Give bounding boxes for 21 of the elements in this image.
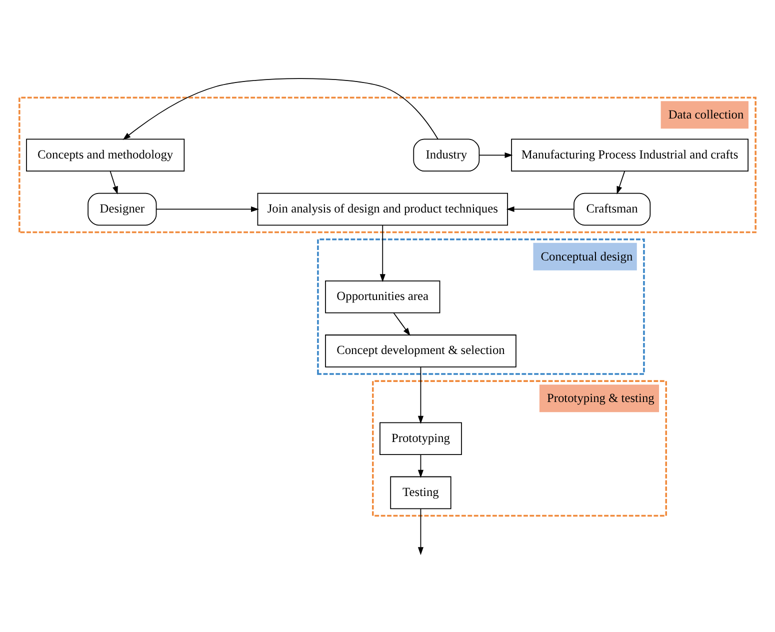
node-box: Prototyping [380,422,462,455]
arrow [478,152,513,158]
arrow [418,508,424,555]
arrow [380,224,386,282]
arrow [418,366,424,424]
arrow [122,78,438,140]
node-box: Manufacturing Process Industrial and crafts [511,138,748,172]
node-box: Opportunities area [325,280,440,313]
arrow [110,170,118,194]
node-box: Concept development & selection [325,334,516,367]
arrow [393,312,410,336]
node-box: Concepts and methodology [26,138,185,172]
arrow [418,454,424,478]
node-box: Testing [390,476,452,509]
node-box: Industry [413,138,480,172]
arrow [156,206,259,212]
arrow [506,206,574,212]
arrow [616,170,626,194]
node-box: Join analysis of design and product techniques [257,192,508,226]
node-box: Designer [88,192,157,226]
node-box: Craftsman [574,192,651,226]
